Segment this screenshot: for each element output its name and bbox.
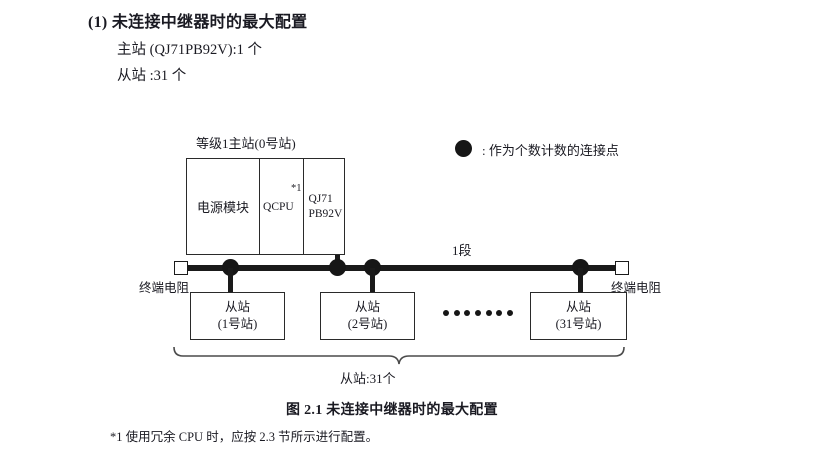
slave-drop-line [578, 268, 583, 294]
slave-station-label-line2: (2号站) [347, 317, 388, 331]
ellipsis-dot [464, 310, 471, 316]
terminal-resistor-right-label: 终端电阻 [611, 281, 662, 295]
section-heading: (1) 未连接中继器时的最大配置 [88, 14, 308, 31]
terminal-resistor-left-icon [174, 261, 188, 275]
slave-drop-line [228, 268, 233, 294]
slave-station-label-line2: (31号站) [555, 317, 602, 331]
slave-station-label-line1: 从站 [565, 300, 591, 315]
ellipsis-dots [443, 310, 513, 316]
slave-station-box: 从站 (1号站) [190, 292, 285, 340]
master-count-line: 主站 (QJ71PB92V):1 个 [117, 42, 263, 58]
power-supply-module: 电源模块 [187, 159, 261, 254]
fieldbus-trunk-line [181, 265, 623, 271]
slave-group-total-label: 从站:31个 [340, 371, 396, 386]
ellipsis-dot [474, 310, 481, 316]
qj71pb92v-module-label-line1: QJ71 [308, 193, 333, 206]
ellipsis-dot [453, 310, 460, 316]
terminal-resistor-left-label: 终端电阻 [139, 281, 190, 295]
slave-count-line: 从站 :31 个 [117, 68, 187, 84]
segment-label: 1段 [452, 243, 472, 258]
connection-point-dot [572, 259, 589, 276]
ellipsis-dot [496, 310, 503, 316]
connection-point-dot [222, 259, 239, 276]
figure-caption: 图 2.1 未连接中继器时的最大配置 [286, 403, 498, 418]
slave-station-label-line1: 从站 [224, 300, 250, 315]
slave-station-label-line1: 从站 [354, 300, 380, 315]
master-module-rack: 电源模块 QCPU *1 QJ71 PB92V [186, 158, 345, 255]
qcpu-footnote-marker: *1 [290, 183, 302, 194]
slave-drop-line [370, 268, 375, 294]
legend-filled-circle-icon [455, 140, 472, 157]
qcpu-module-label: QCPU [263, 200, 294, 213]
connection-point-dot [364, 259, 381, 276]
qj71pb92v-module-label-line2: PB92V [308, 207, 343, 220]
slave-station-box: 从站 (2号站) [320, 292, 415, 340]
ellipsis-dot [443, 310, 449, 316]
power-supply-module-label: 电源模块 [197, 200, 250, 215]
connection-point-dot [329, 259, 346, 276]
terminal-resistor-right-icon [615, 261, 629, 275]
qj71pb92v-module: QJ71 PB92V [304, 159, 344, 254]
slave-station-box: 从站 (31号站) [530, 292, 627, 340]
ellipsis-dot [485, 310, 492, 316]
master-station-label: 等级1主站(0号站) [196, 136, 296, 151]
slave-group-brace [173, 346, 625, 365]
ellipsis-dot [506, 310, 513, 316]
qcpu-module: QCPU *1 [260, 159, 305, 254]
figure-footnote: *1 使用冗余 CPU 时，应按 2.3 节所示进行配置。 [110, 430, 379, 444]
slave-station-label-line2: (1号站) [217, 317, 258, 331]
legend-label: : 作为个数计数的连接点 [482, 143, 619, 158]
